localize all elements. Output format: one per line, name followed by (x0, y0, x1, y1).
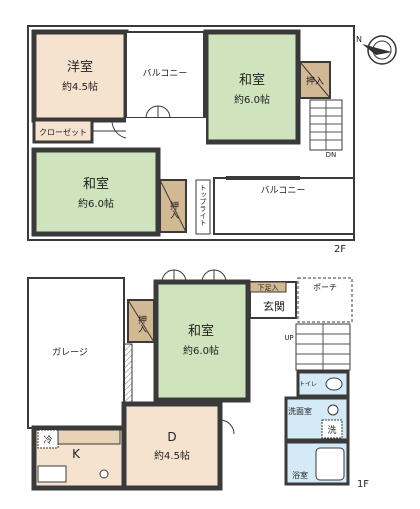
oshiire-1f-label: 押入 (136, 314, 147, 333)
compass-label: N (356, 35, 362, 44)
porch-label: ポーチ (313, 283, 337, 292)
north-arrow-icon: N (356, 35, 397, 65)
toplight (195, 179, 211, 235)
counter-top (57, 429, 121, 445)
toilet-fixture (325, 377, 343, 391)
garage-label: ガレージ (52, 347, 88, 358)
oshiire-1f-diag (127, 299, 155, 343)
oshiire-ne-label: 押入 (306, 75, 324, 87)
geta-label: 下足入 (258, 284, 279, 292)
washroom (284, 396, 350, 442)
garage (27, 277, 125, 429)
stairs-dn-label: DN (326, 151, 337, 159)
oshiire-diag (299, 61, 331, 99)
dining (121, 401, 223, 491)
western-room-size: 約4.5帖 (62, 80, 98, 93)
sink-icon (327, 404, 339, 416)
floor-1-label: 1F (357, 479, 369, 490)
japanese-1f-name: 和室 (188, 323, 214, 339)
geta-box (249, 281, 287, 293)
bathtub (315, 447, 345, 481)
door-swing (111, 119, 127, 139)
balcony-door-right (157, 105, 171, 119)
japanese-1f-size: 約6.0帖 (183, 344, 219, 357)
oshiire-w-label: 押入 (168, 200, 179, 219)
garage-wall-hatch (123, 343, 133, 405)
fridge-label: 冷 (43, 434, 52, 446)
genkan-label: 玄関 (263, 299, 285, 313)
window-door-2 (173, 269, 187, 283)
stairs-2f (309, 99, 343, 151)
balcony-door-left (145, 105, 159, 119)
toilet-label: トイレ (299, 381, 317, 388)
room-western (31, 29, 129, 123)
dining-door (219, 419, 235, 435)
japanese-w-size: 約6.0帖 (78, 197, 114, 210)
hallway-2f (126, 118, 206, 150)
stairs-1f (295, 323, 351, 371)
room-japanese-w (31, 147, 161, 237)
sink-counter (37, 465, 67, 483)
western-room-name: 洋室 (67, 59, 93, 75)
balcony-south-label: バルコニー (261, 185, 306, 196)
floor-2-label: 2F (334, 244, 346, 255)
japanese-w-name: 和室 (83, 176, 109, 192)
washer (321, 419, 343, 439)
window-door-4 (213, 269, 227, 283)
stairs-up-label: UP (284, 334, 293, 342)
japanese-ne-size: 約6.0帖 (234, 93, 270, 106)
window-door-1 (161, 269, 175, 283)
closet-label: クローゼット (39, 127, 87, 137)
washer-label: 洗 (327, 424, 336, 436)
toplight-label: トップライト (199, 184, 207, 226)
floor-1: ガレージ 押入 和室 約6.0帖 下足入 玄関 ポーチ UP トイレ 洗面室 洗… (27, 269, 369, 491)
stove-icon (99, 469, 109, 479)
floor-2: 洋室 約4.5帖 クローゼット バルコニー 和室 約6.0帖 押入 DN 和室 … (27, 25, 355, 255)
room-japanese-ne (203, 29, 301, 145)
dining-size: 約4.5帖 (154, 449, 190, 462)
balcony-south (213, 177, 355, 235)
room-japanese-1f (153, 279, 251, 403)
japanese-ne-name: 和室 (239, 72, 265, 88)
porch (297, 277, 353, 323)
oshiire-w-diag (159, 179, 187, 233)
dining-name: D (167, 430, 176, 444)
balcony-north-label: バルコニー (143, 68, 188, 79)
window-door-3 (201, 269, 215, 283)
bath-label: 浴室 (292, 470, 308, 480)
kitchen-label: K (72, 447, 81, 461)
washroom-label: 洗面室 (288, 406, 312, 416)
